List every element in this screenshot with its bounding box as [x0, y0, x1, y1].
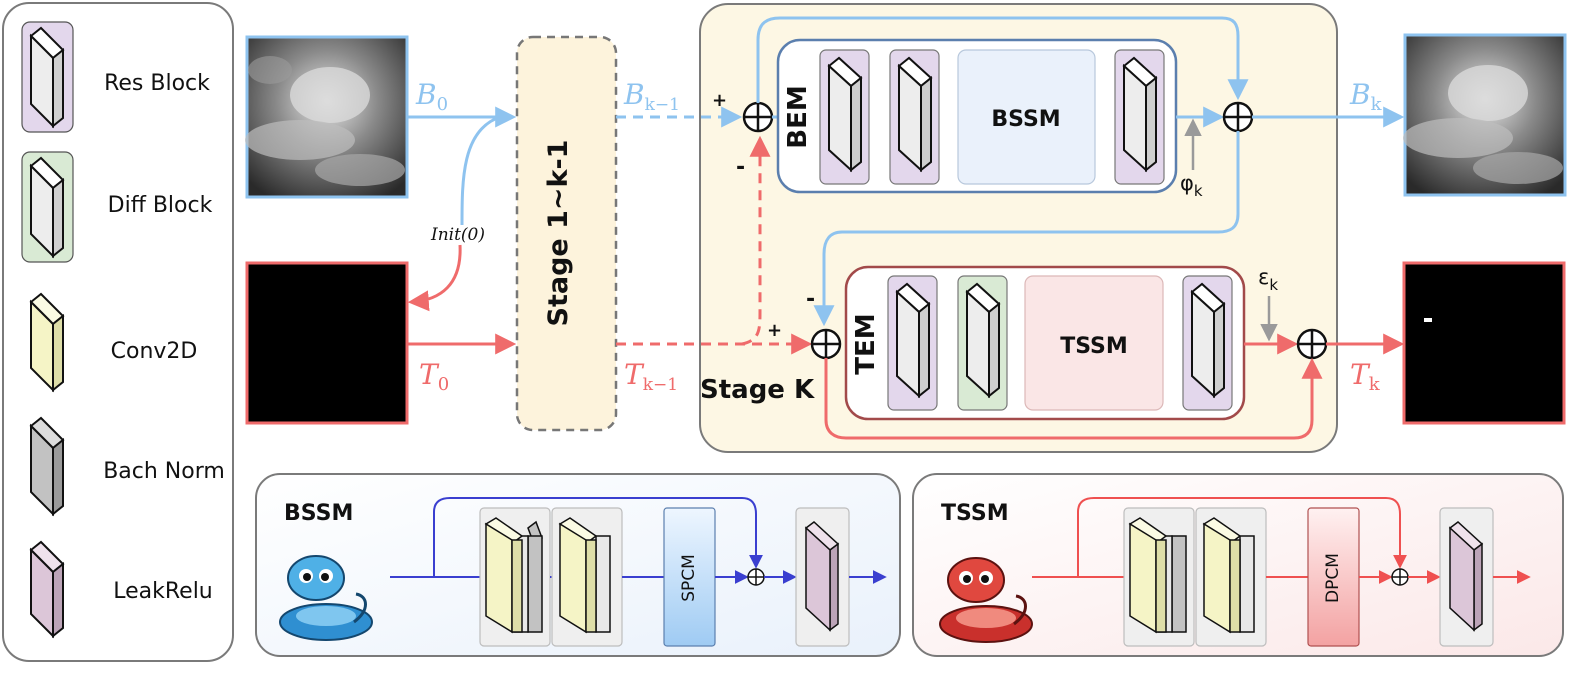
tssm-detail-panel: TSSM: [912, 473, 1564, 657]
bssm-sum-node: [747, 568, 765, 586]
init-curve-red: [407, 244, 462, 312]
blue-snake-icon: [279, 555, 373, 641]
output-bk-image: [1403, 33, 1567, 197]
legend-diff-block: Diff Block: [21, 151, 213, 263]
b0-label: B0: [415, 78, 448, 115]
tem-label: TEM: [851, 313, 881, 374]
legend-batch-norm-label: Bach Norm: [103, 459, 225, 484]
bssm-detail-panel: BSSM: [255, 473, 901, 657]
legend-leakrelu: LeakRelu: [29, 540, 213, 639]
tssm-skip-line: [1077, 497, 1407, 577]
bem-minus-sign: -: [736, 155, 745, 180]
bssm-conv-stack-2: [558, 517, 611, 634]
bem-plus-sign: +: [712, 90, 727, 111]
bssm-leakrelu-icon: [804, 521, 840, 632]
bssm-detail-title: BSSM: [284, 501, 353, 526]
bssm-skip-line: [433, 497, 763, 577]
tssm-leakrelu-icon: [1448, 521, 1484, 632]
legend-conv2d: Conv2D: [29, 292, 198, 393]
tssm-sum-node: [1391, 568, 1409, 586]
bem-bssm-box: [957, 49, 1096, 185]
legend-res-label: Res Block: [104, 71, 210, 96]
stage-k-label: Stage K: [700, 375, 815, 405]
dpcm-label: DPCM: [1323, 553, 1343, 603]
b-to-tem-loop: [813, 131, 1240, 327]
tk-label: Tk: [1350, 358, 1381, 395]
input-b0-image: [245, 35, 409, 199]
tssm-conv-stack-1: [1128, 517, 1187, 634]
bem-bssm-label: BSSM: [991, 107, 1060, 132]
tssm-conv-stack-2: [1202, 517, 1255, 634]
phi-label: φk: [1180, 171, 1203, 200]
tem-tssm-box: [1024, 275, 1164, 411]
bk-label: Bk: [1349, 78, 1383, 115]
leakrelu-icon: [29, 540, 65, 639]
legend-leakrelu-label: LeakRelu: [113, 579, 213, 604]
tssm-detail-title: TSSM: [941, 501, 1009, 526]
legend-diff-label: Diff Block: [108, 193, 213, 218]
bk1-label: Bk−1: [623, 78, 680, 115]
bem-sum-node: [742, 101, 774, 133]
batch-norm-icon: [29, 416, 65, 517]
bem-out-sum-node: [1222, 101, 1254, 133]
tem-skip-loop: [824, 357, 1323, 440]
legend-res-block: Res Block: [21, 21, 210, 133]
output-tk-image: [1402, 261, 1566, 425]
bssm-conv-stack-1: [484, 517, 543, 634]
stage-prev-box: Stage 1~k-1: [515, 35, 618, 432]
bem-label: BEM: [783, 85, 813, 148]
input-t0-image: [245, 261, 409, 425]
bem-skip-loop: [756, 16, 1249, 103]
init-curve-blue: [460, 115, 501, 226]
tem-plus-sign: +: [767, 320, 782, 341]
tem-minus-sign: -: [806, 287, 815, 312]
tem-module: TEM TSSM: [844, 265, 1246, 421]
init-label: Init(0): [430, 225, 485, 245]
tem-tssm-label: TSSM: [1060, 334, 1128, 359]
tem-out-sum-node: [1296, 328, 1328, 360]
tk1-label: Tk−1: [624, 358, 678, 395]
stage-prev-label: Stage 1~k-1: [543, 140, 574, 327]
red-snake-icon: [939, 557, 1033, 643]
eps-label: εk: [1258, 265, 1278, 294]
bem-module: BEM BSSM: [776, 38, 1178, 194]
conv2d-icon: [29, 292, 65, 393]
diff-block-icon: [29, 156, 65, 259]
legend-panel: Res Block Diff Block Conv2D: [2, 2, 234, 662]
tk1-to-bem-dashed: [741, 135, 771, 346]
legend-conv2d-label: Conv2D: [111, 339, 198, 364]
res-block-icon: [29, 26, 65, 129]
tem-sum-node: [810, 328, 842, 360]
legend-batch-norm: Bach Norm: [29, 416, 225, 517]
t0-label: T0: [419, 358, 449, 395]
spcm-label: SPCM: [679, 554, 699, 602]
